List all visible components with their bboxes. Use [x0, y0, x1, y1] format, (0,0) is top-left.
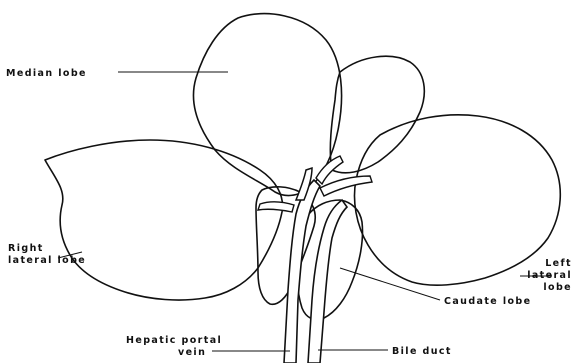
median-lobe-right-part: [330, 56, 424, 173]
vessel-branch-right: [320, 176, 372, 196]
left-lateral-label-3: lobe: [543, 282, 572, 293]
right-lateral-label-2: lateral lobe: [8, 255, 86, 266]
hepatic-portal-label-2: vein: [178, 347, 206, 358]
median-lobe: [193, 14, 341, 196]
caudate-lobe-label: Caudate lobe: [444, 296, 531, 307]
left-lateral-lobe: [355, 115, 561, 285]
right-lateral-lobe: [45, 140, 283, 300]
bile-duct-label: Bile duct: [392, 346, 452, 357]
median-lobe-label: Median lobe: [6, 68, 87, 79]
right-lateral-label-1: Right: [8, 243, 44, 254]
left-lateral-label-1: Left: [545, 258, 572, 269]
vessel-branch-left: [258, 202, 294, 212]
hepatic-portal-label-1: Hepatic portal: [126, 335, 222, 346]
left-lateral-label-2: lateral: [527, 270, 572, 281]
